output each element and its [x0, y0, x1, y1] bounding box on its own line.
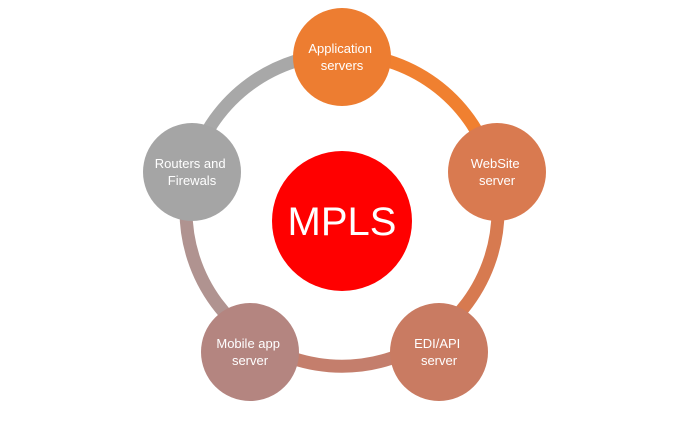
- node-label-line1: Application: [308, 41, 372, 56]
- node-circle: [201, 303, 299, 401]
- node-circle: [293, 8, 391, 106]
- node-label-line1: EDI/API: [414, 336, 460, 351]
- center-label: MPLS: [288, 200, 397, 244]
- node-label-line2: server: [421, 353, 458, 368]
- node-circle: [390, 303, 488, 401]
- node-label-line1: Routers and: [155, 156, 226, 171]
- node-routers-and-firewalls: Routers and Firewals: [143, 123, 241, 221]
- svg-text:Routers and Firewals: Routers and Firewals: [155, 156, 229, 188]
- node-label-line1: WebSite: [471, 156, 520, 171]
- node-circle: [448, 123, 546, 221]
- node-application-servers: Application servers: [293, 8, 391, 106]
- node-circle: [143, 123, 241, 221]
- node-mobile-app-server: Mobile app server: [201, 303, 299, 401]
- svg-text:Mobile app server: Mobile app server: [216, 336, 283, 368]
- svg-text:Application servers: Application servers: [308, 41, 375, 73]
- node-label-line2: servers: [321, 58, 364, 73]
- node-edi-api-server: EDI/API server: [390, 303, 488, 401]
- node-label-line2: Firewals: [168, 173, 217, 188]
- svg-text:WebSite server: WebSite server: [471, 156, 524, 188]
- svg-text:EDI/API server: EDI/API server: [414, 336, 464, 368]
- center-node: MPLS: [272, 151, 412, 291]
- node-website-server: WebSite server: [448, 123, 546, 221]
- node-label-line2: server: [232, 353, 269, 368]
- node-label-line2: server: [479, 173, 516, 188]
- center-circle: [272, 151, 412, 291]
- node-label-line1: Mobile app: [216, 336, 280, 351]
